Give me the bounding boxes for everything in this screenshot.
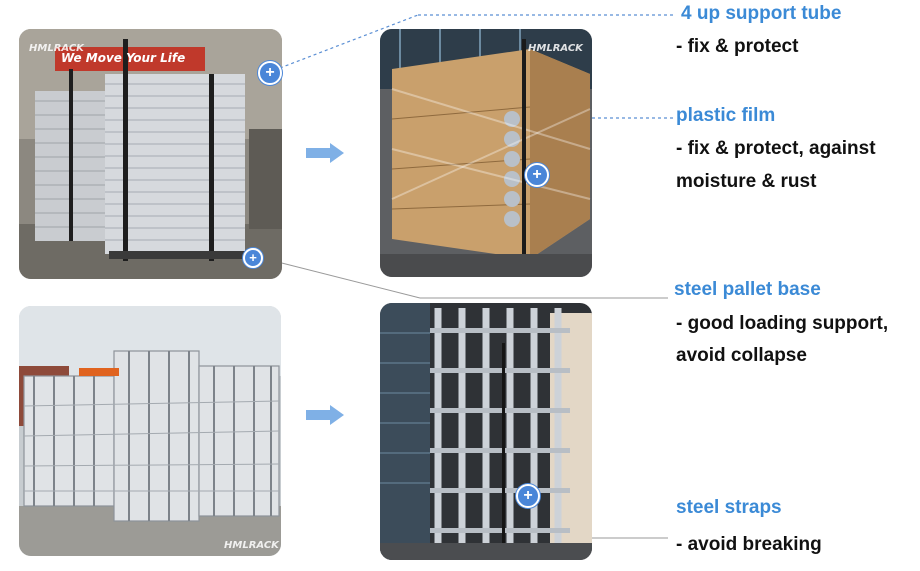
plus-icon[interactable]: + — [243, 248, 263, 268]
connector-support-tube — [279, 14, 419, 69]
callout-title-support-tube: 4 up support tube — [681, 3, 842, 24]
photo-wrapped-illustration — [380, 29, 592, 277]
banner-text: We Move Your Life — [61, 51, 186, 65]
plus-icon[interactable]: + — [525, 163, 549, 187]
banner-shape — [55, 47, 205, 71]
right-arrow-icon — [306, 405, 344, 425]
callout-text-plastic-film-1: - fix & protect, against — [676, 138, 876, 159]
photo-racks-yard: HMLRACK — [19, 306, 281, 556]
connector-pallet-base — [261, 257, 421, 299]
photo-rack-closeup — [380, 303, 592, 560]
photo-yard-illustration — [19, 306, 281, 556]
callout-title-pallet-base: steel pallet base — [674, 279, 821, 300]
callout-text-support-tube: - fix & protect — [676, 36, 799, 57]
callout-text-pallet-base-2: avoid collapse — [676, 345, 807, 366]
callout-text-pallet-base-1: - good loading support, — [676, 313, 889, 334]
callout-title-steel-straps: steel straps — [676, 497, 782, 518]
photo-plastic-wrapped-pallet: HMLRACK — [380, 29, 592, 277]
right-arrow-icon — [306, 143, 344, 163]
photo-rack-illustration — [380, 303, 592, 560]
callout-title-plastic-film: plastic film — [676, 105, 776, 126]
plus-icon[interactable]: + — [516, 484, 540, 508]
watermark-hmlrack: HMLRACK — [29, 43, 84, 54]
watermark-hmlrack: HMLRACK — [224, 540, 279, 551]
plus-icon[interactable]: + — [258, 61, 282, 85]
callout-text-plastic-film-2: moisture & rust — [676, 171, 817, 192]
photo-tubes-on-pallet: HMLRACK We Move Your Life — [19, 29, 282, 279]
photo-tubes-illustration — [19, 29, 282, 279]
callout-text-steel-straps: - avoid breaking — [676, 534, 822, 555]
watermark-hmlrack: HMLRACK — [528, 43, 583, 54]
